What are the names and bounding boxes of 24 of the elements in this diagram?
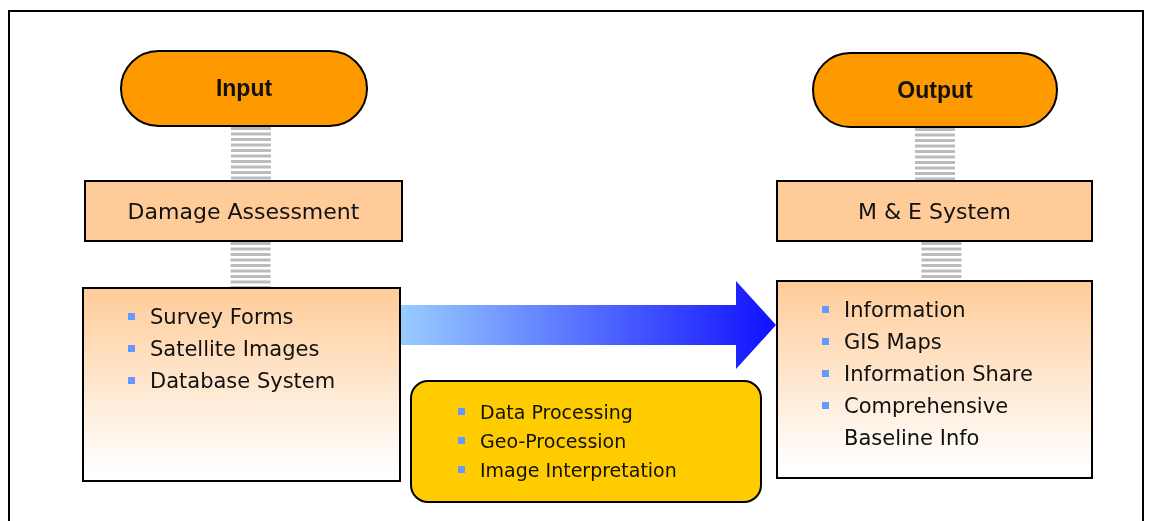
list-item-text: Satellite Images — [150, 336, 320, 363]
list-item-text: Database System — [150, 368, 336, 395]
process-list-box — [410, 380, 762, 503]
list-item-text: Geo-Procession — [480, 429, 627, 454]
striped-connector — [915, 128, 955, 180]
list-item-text: Information Share — [844, 361, 1033, 388]
process-box — [776, 180, 1093, 242]
terminal-label: Input — [215, 75, 273, 102]
block-arrow — [401, 281, 776, 369]
list-item-text: Survey Forms — [150, 304, 294, 331]
process-box — [84, 180, 403, 242]
list-item-text: Image Interpretation — [480, 458, 677, 483]
bullet-list-box — [776, 280, 1093, 479]
list-item-text: Comprehensive Baseline Info — [844, 393, 1010, 452]
list-item-text: Information — [844, 297, 966, 324]
box-label: Damage Assessment — [127, 198, 360, 224]
striped-connector — [921, 242, 962, 280]
box-label: M & E System — [857, 198, 1012, 224]
striped-connector — [231, 127, 271, 180]
terminal-label: Output — [897, 76, 973, 104]
striped-connector — [230, 242, 271, 287]
bullet-list-box — [82, 287, 401, 482]
list-item-text: GIS Maps — [844, 329, 942, 356]
list-item-text: Data Processing — [480, 400, 633, 425]
